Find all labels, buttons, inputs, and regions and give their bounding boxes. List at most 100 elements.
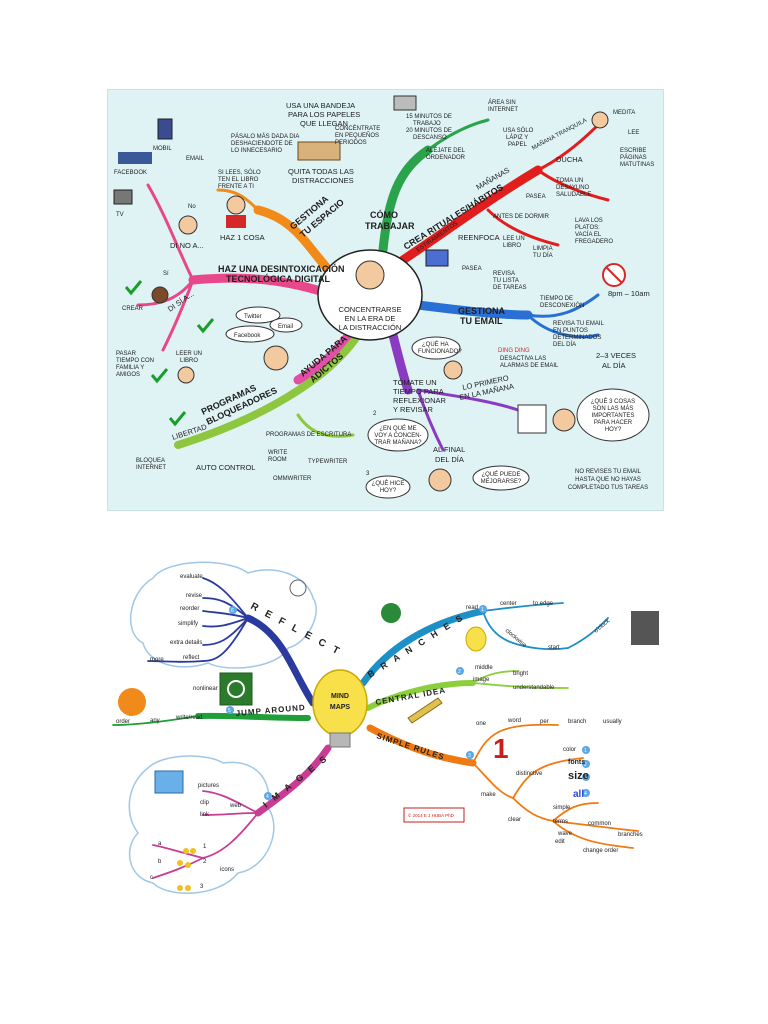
label-lava-4: FREGADERO <box>575 239 613 245</box>
copyright-box <box>403 807 465 823</box>
label-revisa-email-3: DETERMINADOS <box>553 335 601 341</box>
tv-icon <box>113 189 133 205</box>
label-lee: LEE <box>628 130 639 136</box>
person-no-icon <box>178 215 198 235</box>
copyright-text: © 2014 E J HUBA PhD <box>408 812 455 818</box>
svg-text:2: 2 <box>584 762 587 768</box>
label-typewriter: TYPEWRITER <box>308 459 348 465</box>
branch-label-desintox-1: HAZ UNA DESINTOXICACIÓN <box>218 263 345 274</box>
label-prog-escritura: PROGRAMAS DE ESCRITURA <box>266 432 351 438</box>
center-title-2: MAPS <box>330 704 351 711</box>
word-per: per <box>540 719 549 725</box>
label-escribe-3: MATUTINAS <box>620 162 654 168</box>
word-change-order: change order <box>583 848 618 854</box>
word-all: all <box>573 789 584 800</box>
label-leer-1: LEER UN <box>176 351 202 357</box>
label-ding: DING DING <box>498 348 530 354</box>
label-pasalo-2: DESHACIENDOTE DE <box>231 141 293 147</box>
lightbulb-icon: MIND MAPS <box>312 669 368 748</box>
branch-label-tomate-3: REFLEXIONAR <box>393 396 447 405</box>
addicted-person-icon <box>263 345 289 371</box>
label-minutos-4: DESCANSO <box>413 135 447 141</box>
label-lee-libro-1: LEE UN <box>503 236 525 242</box>
digital-one-icon <box>631 611 659 645</box>
word-start: start <box>548 645 560 651</box>
branch-number-badges: 6 1 2 5 3 4 1 2 3 4 <box>226 605 590 800</box>
word-center: center <box>500 601 517 607</box>
main-branches <box>195 607 487 817</box>
word-fonts: fonts <box>568 759 585 766</box>
reflect-cloud <box>129 561 317 669</box>
person-yes-icon <box>151 286 169 304</box>
word-n1: 1 <box>203 844 207 850</box>
branch-label-simple-rules: SIMPLE RULES <box>375 731 445 762</box>
check-icon-2 <box>196 318 215 334</box>
check-icon-3 <box>150 368 169 384</box>
label-minutos-3: 20 MINUTOS DE <box>406 128 452 134</box>
label-escribe-1: ESCRIBE <box>620 148 646 154</box>
label-concentrate-3: PERIODOS <box>335 140 367 146</box>
label-usa-lapiz-3: PAPEL <box>508 142 528 148</box>
svg-text:2: 2 <box>458 669 461 675</box>
label-revisa-email-2: EN PUNTOS <box>553 328 588 334</box>
branch-label-tomate-1: TÓMATE UN <box>393 378 437 387</box>
label-si: Sí <box>163 271 169 277</box>
label-no-revises-1: NO REVISES TU EMAIL <box>575 469 642 475</box>
word-reorder: reorder <box>180 606 199 612</box>
label-tres-cosas-5: HOY? <box>605 427 622 433</box>
central-title-line2: EN LA ERA DE <box>345 314 396 323</box>
facebook-logo-icon <box>118 152 152 164</box>
mind-map-2-svg: MIND MAPS R E F L E C T B R A N C H E S … <box>112 561 659 894</box>
label-al-final-2: DEL DÍA <box>435 455 464 464</box>
label-horas: 8pm – 10am <box>608 289 650 298</box>
label-pasea2: PASEA <box>462 266 482 272</box>
checklist-icon <box>517 404 547 434</box>
label-di-no: DI NO A... <box>170 241 204 250</box>
reflecting-person-icon <box>428 468 452 492</box>
label-revisa-lista-1: REVISA <box>493 271 515 277</box>
thinker-icon <box>289 579 307 597</box>
label-en-que-2: VOY A CONCEN- <box>374 433 421 439</box>
word-link: link <box>200 812 210 818</box>
svg-text:1: 1 <box>584 748 587 754</box>
label-ommwriter: OMMWRITER <box>273 476 312 482</box>
label-alejate-2: ORDENADOR <box>426 155 466 161</box>
label-num2: 2 <box>373 411 377 417</box>
label-area-2: INTERNET <box>488 107 518 113</box>
label-autocontrol: AUTO CONTROL <box>196 463 255 472</box>
emoji-icons <box>177 848 196 891</box>
svg-text:4: 4 <box>266 794 269 800</box>
label-crear: CREAR <box>122 306 144 312</box>
label-minutos-2: TRABAJO <box>413 121 441 127</box>
label-que-puede-2: MEJORARSE? <box>481 479 522 485</box>
branch-lines <box>136 118 610 452</box>
label-usa-lapiz-2: LÁPIZ Y <box>506 134 528 141</box>
svg-text:5: 5 <box>228 708 231 714</box>
word-nonlinear: nonlinear <box>193 686 218 692</box>
label-manana-tranquila: MAÑANA TRANQUILA <box>531 117 588 152</box>
label-tres-cosas-3: IMPORTANTES <box>592 413 635 419</box>
word-b: b <box>158 859 162 865</box>
svg-text:3: 3 <box>584 775 587 781</box>
label-pasar-2: TIEMPO CON <box>116 358 154 364</box>
word-to-edge: to edge <box>533 601 554 607</box>
word-o-clock: o'clock <box>593 618 612 635</box>
label-veces-2: AL DÍA <box>602 361 625 370</box>
pencil-icon <box>407 697 443 724</box>
label-facebook2: Facebook <box>234 333 261 339</box>
word-understandable: understandable <box>513 685 555 691</box>
central-bubble: CONCENTRARSE EN LA ERA DE LA DISTRACCIÓN <box>317 249 423 341</box>
check-icon-1 <box>124 280 143 296</box>
word-image: image <box>473 677 490 683</box>
word-branches: branches <box>618 832 643 838</box>
word-size: size <box>568 770 589 782</box>
label-desayuno-2: DESAYUNO <box>556 185 590 191</box>
label-write-room-1: WRITE <box>268 450 287 456</box>
label-area-1: ÁREA SIN <box>488 99 516 106</box>
label-bandeja-1: USA UNA BANDEJA <box>286 101 355 110</box>
images-cloud <box>128 755 275 894</box>
word-reflect: reflect <box>183 655 200 661</box>
label-que-hice-2: HOY? <box>380 488 397 494</box>
word-a: a <box>158 841 162 847</box>
branch-label-como-trabajar-2: TRABAJAR <box>365 221 415 231</box>
